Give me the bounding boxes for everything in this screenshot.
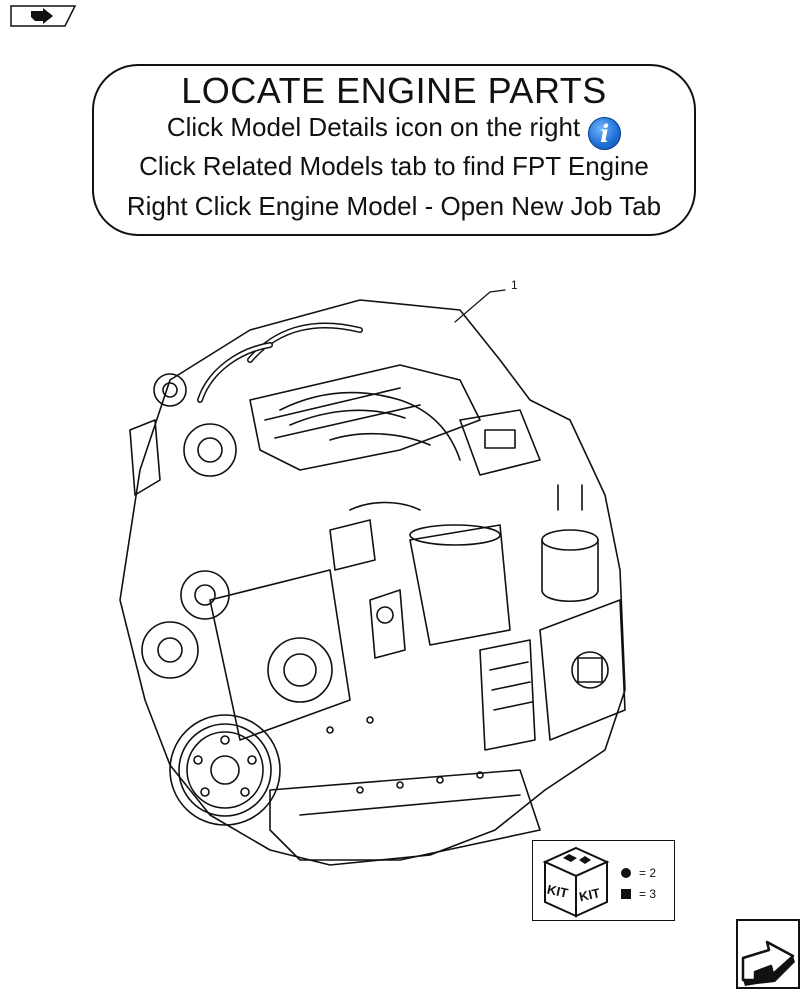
back-arrow-icon[interactable] <box>9 4 77 28</box>
leader-line <box>454 289 506 323</box>
callout-line-1-text: Click Model Details icon on the right <box>166 112 581 142</box>
info-icon[interactable]: i <box>588 117 622 150</box>
callout-line-2: Click Related Models tab to find FPT Eng… <box>139 151 649 181</box>
engine-block <box>119 299 626 866</box>
kit-box-icon: KIT KIT <box>542 846 610 918</box>
instruction-callout: LOCATE ENGINE PARTS Click Model Details … <box>92 64 696 236</box>
crank-pulley <box>169 714 281 826</box>
legend-circle-label: = 2 <box>639 866 657 880</box>
legend-circle-row: = 2 <box>621 866 656 880</box>
kit-label-right: KIT <box>578 885 602 904</box>
callout-line-3: Right Click Engine Model - Open New Job … <box>126 191 662 221</box>
legend-square-label: = 3 <box>639 887 657 901</box>
kit-label-left: KIT <box>546 882 570 901</box>
kit-legend-box: KIT KIT = 2 = 3 <box>532 840 675 921</box>
legend-square-row: = 3 <box>621 887 656 901</box>
callout-title: LOCATE ENGINE PARTS <box>181 70 607 111</box>
next-page-arrow-icon[interactable] <box>735 918 801 990</box>
square-symbol-icon <box>621 889 631 899</box>
part-callout-number[interactable]: 1 <box>511 278 518 292</box>
engine-illustration <box>119 289 626 866</box>
circle-symbol-icon <box>621 868 631 878</box>
